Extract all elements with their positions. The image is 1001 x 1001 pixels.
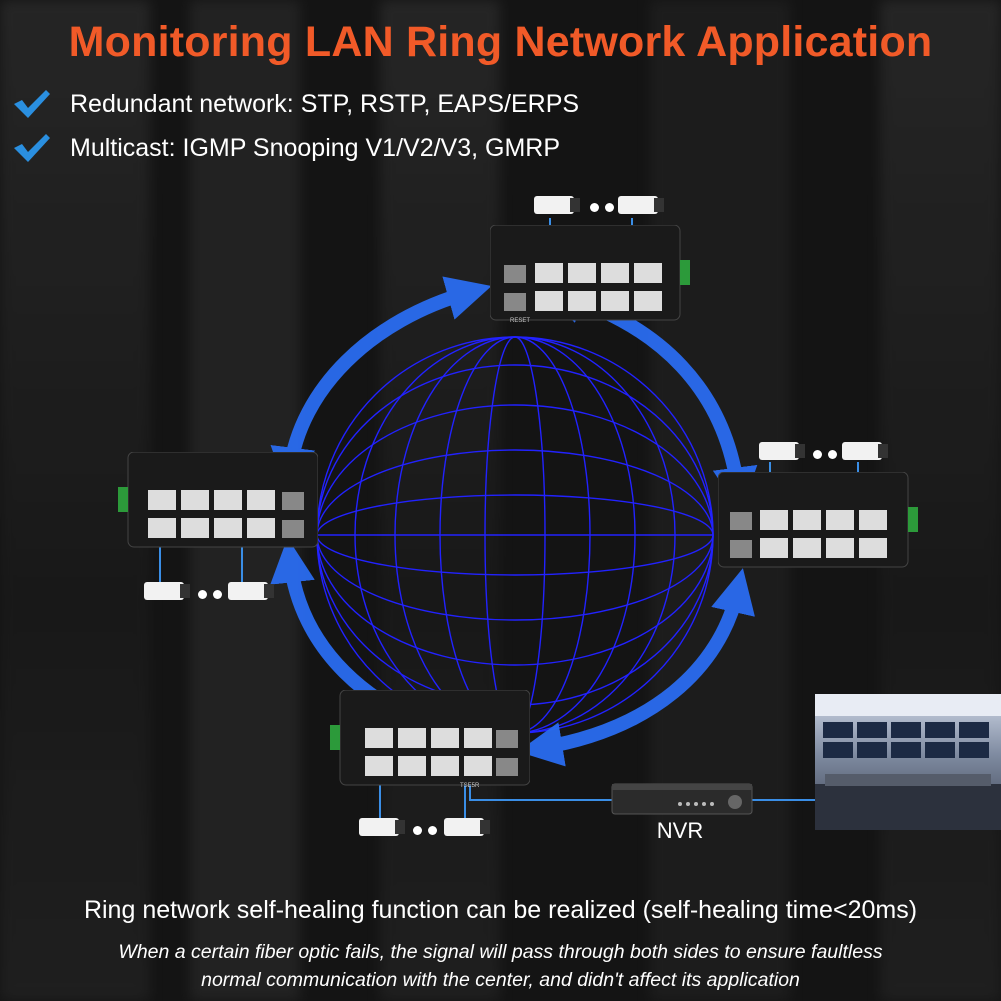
- more-dots: [813, 450, 837, 459]
- ring-arrows: [270, 276, 758, 767]
- page-title: Monitoring LAN Ring Network Application: [68, 18, 933, 66]
- reset-label: RESET: [510, 318, 530, 324]
- model-label: TSE5R: [460, 783, 480, 789]
- caption-main: Ring network self-healing function can b…: [83, 896, 918, 924]
- feature-item: Redundant network: STP, RSTP, EAPS/ERPS: [12, 88, 579, 120]
- camera-icon: [228, 582, 274, 600]
- caption-sub-line: normal communication with the center, an…: [201, 969, 800, 991]
- network-switch-right: [718, 472, 918, 568]
- network-switch-bottom: TSE5R: [330, 690, 530, 789]
- network-switch-top: RESET: [490, 225, 690, 324]
- camera-icon: [618, 196, 664, 214]
- camera-icon: [144, 582, 190, 600]
- checkmark-icon: [14, 134, 50, 162]
- monitoring-center-image: [815, 694, 1001, 830]
- camera-icon: [534, 196, 580, 214]
- network-switch-left: [118, 452, 318, 548]
- feature-text: Redundant network: STP, RSTP, EAPS/ERPS: [70, 89, 580, 118]
- nvr-device: [611, 783, 753, 815]
- feature-text: Multicast: IGMP Snooping V1/V2/V3, GMRP: [70, 133, 561, 162]
- camera-icon: [842, 442, 888, 460]
- more-dots: [198, 590, 222, 599]
- nvr-label: NVR: [656, 818, 704, 843]
- globe-wireframe: [316, 336, 714, 734]
- feature-item: Multicast: IGMP Snooping V1/V2/V3, GMRP: [12, 132, 560, 164]
- caption-sub-line: When a certain fiber optic fails, the si…: [118, 941, 883, 963]
- more-dots: [590, 203, 614, 212]
- caption-sub: When a certain fiber optic fails, the si…: [0, 938, 1001, 994]
- camera-icon: [359, 818, 405, 836]
- camera-icon: [444, 818, 490, 836]
- checkmark-icon: [14, 90, 50, 118]
- camera-icon: [759, 442, 805, 460]
- more-dots: [413, 826, 437, 835]
